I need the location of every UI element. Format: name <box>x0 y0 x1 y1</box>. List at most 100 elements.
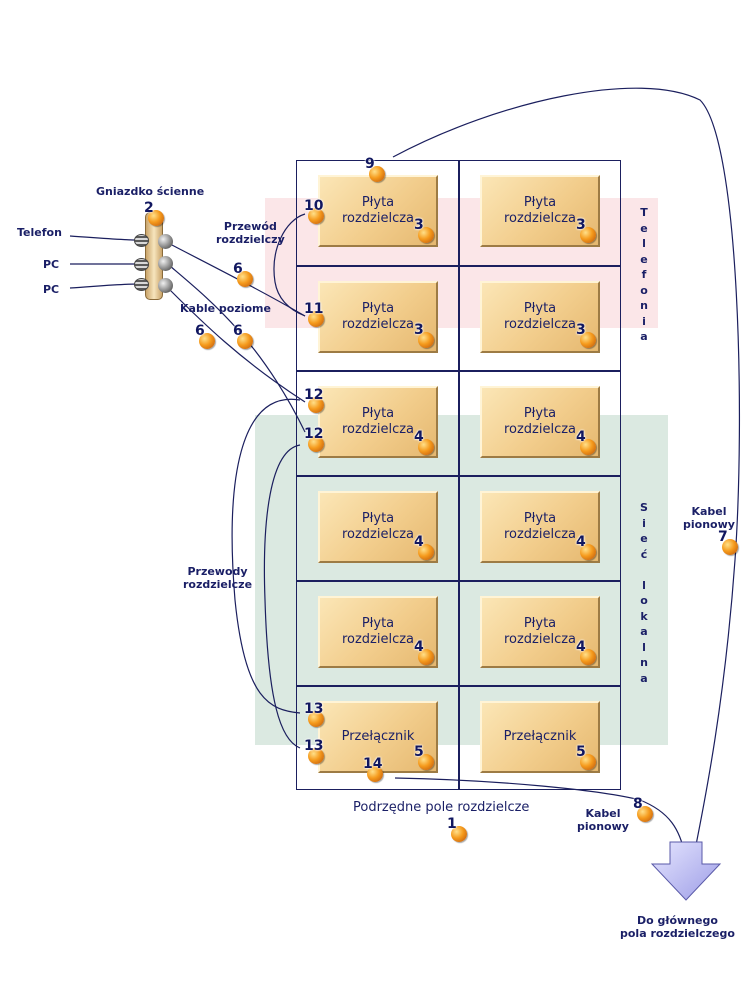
pc-label: PC <box>43 283 60 296</box>
badge-number: 3 <box>576 217 586 233</box>
vertical-letter: i <box>642 516 646 530</box>
vertical-letter: n <box>640 656 648 669</box>
badge-number: 13 <box>304 701 324 717</box>
panel-line2: rozdzielcza <box>503 422 577 437</box>
badge-number: 12 <box>304 387 324 403</box>
badge-number: 11 <box>304 301 324 317</box>
pc-label: PC <box>43 258 60 271</box>
badge-7: 7 <box>718 529 742 555</box>
badge-number: 5 <box>576 744 586 760</box>
socket-jack-2 <box>158 256 173 271</box>
badge-3: 3 <box>414 217 438 243</box>
switch-label: Przełącznik <box>503 729 577 744</box>
panel-line2: rozdzielcza <box>341 527 415 542</box>
telefon-label: Telefon <box>17 226 62 239</box>
patch-cord-label: Przewód rozdzielczy <box>216 220 285 246</box>
patch-cords-label-line2: rozdzielcze <box>183 578 253 591</box>
phone-plug <box>134 234 149 247</box>
vertical-letter <box>637 562 651 578</box>
badge-number: 3 <box>414 217 424 233</box>
vertical-letter: k <box>640 609 648 623</box>
vertical-letter: i <box>642 314 646 328</box>
panel-line1: Płyta <box>361 406 395 421</box>
pc-plug-2 <box>134 278 149 291</box>
vertical-letter: l <box>642 578 646 592</box>
badge-5: 5 <box>576 744 600 770</box>
panel-line1: Płyta <box>361 616 395 631</box>
badge-number: 13 <box>304 738 324 754</box>
vertical-letter: a <box>640 625 648 638</box>
vertical-letter: ć <box>640 547 648 561</box>
vertical-cable-label-line2: pionowy <box>683 518 735 531</box>
vertical-letter: a <box>640 671 648 685</box>
vertical-letter: l <box>642 237 646 250</box>
destination-label-line2: pola rozdzielczego <box>620 927 735 940</box>
horizontal-cable-3 <box>169 289 306 403</box>
telefon-cord <box>69 235 139 241</box>
cabinet-caption: Podrzędne pole rozdzielcze <box>353 800 530 815</box>
patch-cord-12-13-inner <box>263 444 301 749</box>
badge-10: 10 <box>304 198 328 224</box>
socket-title: Gniazdko ścienne <box>96 185 205 198</box>
patch-cords-label: Przewody rozdzielcze <box>183 565 252 591</box>
vertical-cable-label-line1: Kabel <box>585 807 621 820</box>
badge-1: 1 <box>447 816 471 842</box>
vertical-cable-label-line1: Kabel <box>691 505 727 518</box>
horizontal-cable-2 <box>169 265 306 433</box>
patch-cord-label-line1: Przewód <box>223 220 277 233</box>
badge-6: 6 <box>195 323 219 349</box>
panel-line2: rozdzielcza <box>341 317 415 332</box>
badge-number: 6 <box>233 261 243 277</box>
badge-5: 5 <box>414 744 438 770</box>
vertical-letter: o <box>640 594 648 607</box>
badge-6: 6 <box>233 261 257 287</box>
vertical-letter: f <box>641 268 647 281</box>
arrow-down-icon <box>650 841 722 901</box>
vertical-cable-label-bottom: Kabel pionowy <box>577 807 629 833</box>
badge-number: 8 <box>633 796 643 812</box>
badge-4: 4 <box>576 429 600 455</box>
cabinet-row-divider <box>296 370 621 372</box>
badge-number: 6 <box>233 323 243 339</box>
badge-number: 7 <box>718 529 728 545</box>
badge-12: 12 <box>304 426 328 452</box>
cabinet-row-divider <box>296 580 621 582</box>
badge-6: 6 <box>233 323 257 349</box>
badge-12: 12 <box>304 387 328 413</box>
vertical-cable-9 <box>392 87 741 851</box>
vertical-letter: e <box>640 532 648 545</box>
badge-number: 12 <box>304 426 324 442</box>
badge-number: 1 <box>447 816 457 832</box>
badge-3: 3 <box>576 322 600 348</box>
socket-jack-1 <box>158 234 173 249</box>
pc-plug-1 <box>134 258 149 271</box>
badge-number: 5 <box>414 744 424 760</box>
badge-9: 9 <box>365 156 389 182</box>
panel-line1: Płyta <box>361 511 395 526</box>
vertical-cable-label-line2: pionowy <box>577 820 629 833</box>
destination-label: Do głównego pola rozdzielczego <box>620 914 735 940</box>
vertical-letter: o <box>640 283 648 297</box>
vertical-letter: l <box>642 640 646 654</box>
vertical-letter: e <box>640 252 648 266</box>
patch-cord-label-line2: rozdzielczy <box>216 233 285 246</box>
panel-line2: rozdzielcza <box>341 422 415 437</box>
badge-14: 14 <box>363 756 387 782</box>
badge-3: 3 <box>414 322 438 348</box>
cabinet-row-divider <box>296 685 621 687</box>
vertical-cable-14 <box>394 777 686 856</box>
socket-jack-3 <box>158 278 173 293</box>
badge-4: 4 <box>414 639 438 665</box>
badge-13: 13 <box>304 738 328 764</box>
badge-number: 4 <box>576 534 586 550</box>
badge-number: 9 <box>365 156 375 172</box>
badge-number: 10 <box>304 198 324 214</box>
badge-4: 4 <box>414 534 438 560</box>
badge-number: 4 <box>414 639 424 655</box>
badge-8: 8 <box>633 796 657 822</box>
pc-cord-2 <box>69 283 139 289</box>
badge-4: 4 <box>414 429 438 455</box>
